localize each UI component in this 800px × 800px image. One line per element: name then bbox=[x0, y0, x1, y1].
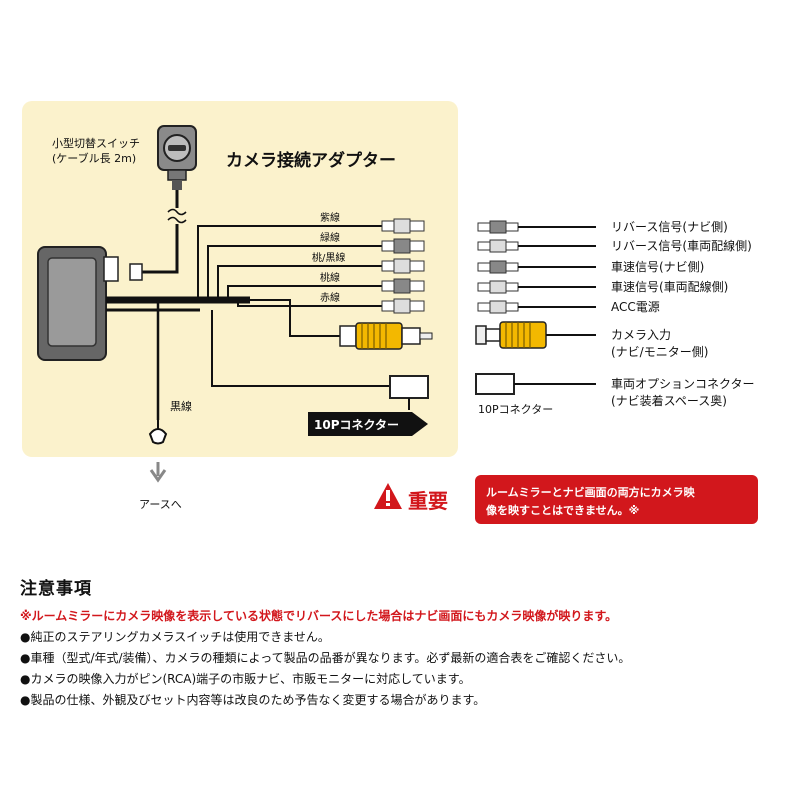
rca-plug-icon bbox=[339, 322, 433, 350]
plug-icon bbox=[381, 298, 425, 314]
legend-item: ACC電源 bbox=[477, 300, 660, 314]
wire-label: 桃/黒線 bbox=[312, 251, 345, 264]
adapter-title: カメラ接続アダプター bbox=[226, 150, 396, 171]
important-notice: 重要 ルームミラーとナビ画面の両方にカメラ映 像を映すことはできません。※ bbox=[374, 475, 758, 524]
plug-icon bbox=[381, 218, 425, 234]
notes-item: ●製品の仕様、外観及びセット内容等は改良のため予告なく変更する場合があります。 bbox=[20, 693, 486, 707]
notes-warning: ※ルームミラーにカメラ映像を表示している状態でリバースにした場合はナビ画面にもカ… bbox=[20, 609, 618, 623]
legend-item: 車速信号(ナビ側) bbox=[477, 260, 704, 274]
important-text: ルームミラーとナビ画面の両方にカメラ映 bbox=[486, 485, 696, 499]
legend-label: (ナビ/モニター側) bbox=[611, 345, 708, 359]
diagram-panel bbox=[22, 101, 458, 457]
switch-port bbox=[129, 263, 143, 281]
ground-terminal-icon bbox=[148, 420, 168, 445]
ground-wire-label: 黒線 bbox=[170, 399, 192, 413]
ground-label: アースへ bbox=[139, 498, 182, 511]
wire-label: 紫線 bbox=[320, 211, 340, 224]
wire-label: 赤線 bbox=[320, 291, 340, 304]
legend-item: 車両オプションコネクター (ナビ装着スペース奥) 10Pコネクター bbox=[475, 373, 755, 416]
legend: リバース信号(ナビ側) リバース信号(車両配線側) 車速信号(ナビ側) 車速信号… bbox=[475, 220, 755, 416]
plug-icon bbox=[381, 238, 425, 254]
legend-label: リバース信号(車両配線側) bbox=[611, 238, 752, 253]
10p-connector-tag: 10Pコネクター bbox=[308, 412, 428, 436]
10p-connector-label: 10Pコネクター bbox=[314, 418, 399, 432]
legend-label: カメラ入力 bbox=[611, 328, 671, 342]
notes-heading: 注意事項 bbox=[20, 579, 92, 599]
legend-label: 車速信号(ナビ側) bbox=[611, 260, 704, 274]
notes-item: ●車種（型式/年式/装備）、カメラの種類によって製品の品番が異なります。必ず最新… bbox=[20, 651, 631, 665]
switch-label-line1: 小型切替スイッチ bbox=[52, 136, 140, 150]
legend-item: カメラ入力 (ナビ/モニター側) bbox=[475, 321, 708, 359]
plug-icon bbox=[381, 278, 425, 294]
plug-icon bbox=[381, 258, 425, 274]
branch-wires bbox=[197, 225, 392, 387]
legend-10p-caption: 10Pコネクター bbox=[478, 403, 553, 416]
notes-item: ●純正のステアリングカメラスイッチは使用できません。 bbox=[20, 630, 330, 644]
legend-label: (ナビ装着スペース奥) bbox=[611, 393, 727, 408]
legend-item: リバース信号(ナビ側) bbox=[477, 220, 728, 234]
legend-label: ACC電源 bbox=[611, 300, 660, 314]
legend-label: 車速信号(車両配線側) bbox=[611, 279, 728, 294]
switch-label-line2: (ケーブル長 2m) bbox=[52, 151, 136, 165]
notes-item: ●カメラの映像入力がピン(RCA)端子の市販ナビ、市販モニターに対応しています。 bbox=[20, 672, 471, 686]
wire-label: 桃線 bbox=[320, 271, 340, 284]
cable-break-icon bbox=[167, 208, 187, 224]
legend-item: リバース信号(車両配線側) bbox=[477, 238, 752, 253]
wire-label: 緑線 bbox=[320, 231, 340, 244]
important-text: 像を映すことはできません。※ bbox=[486, 503, 639, 517]
important-title: 重要 bbox=[408, 489, 448, 513]
10p-connector-icon bbox=[389, 375, 429, 399]
legend-label: 車両オプションコネクター bbox=[611, 377, 755, 391]
legend-item: 車速信号(車両配線側) bbox=[477, 279, 728, 294]
legend-label: リバース信号(ナビ側) bbox=[611, 220, 728, 234]
notes-section: 注意事項 ※ルームミラーにカメラ映像を表示している状態でリバースにした場合はナビ… bbox=[20, 574, 790, 712]
arrow-down-icon bbox=[149, 462, 167, 483]
switch-icon bbox=[157, 125, 197, 190]
